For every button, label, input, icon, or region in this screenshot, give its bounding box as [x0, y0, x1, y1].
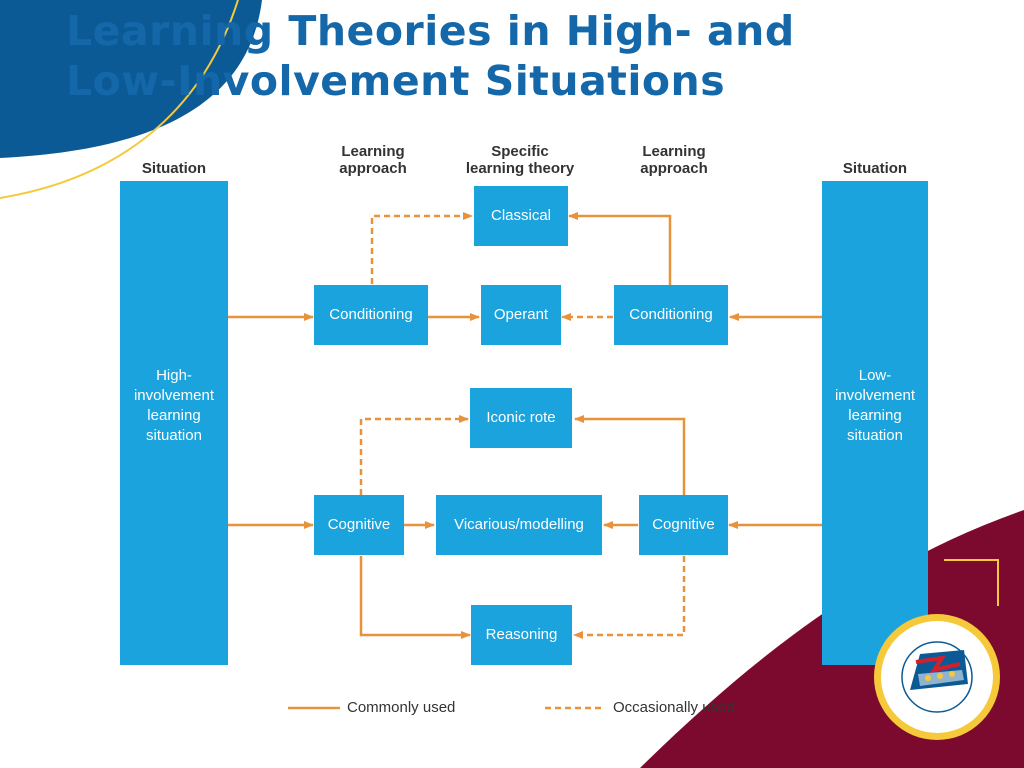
header-learning-approach-right: Learning approach [640, 143, 708, 177]
title-line-2: Low-Involvement Situations [66, 57, 726, 105]
node-conditioning-right: Conditioning [614, 285, 728, 345]
node-vicarious-modelling: Vicarious/modelling [436, 495, 602, 555]
slide-title: Learning Theories in High- and Low-Invol… [66, 6, 966, 106]
node-operant: Operant [481, 285, 561, 345]
arrow-right-conditioning-to-classical [568, 212, 672, 286]
arrow-right-cognitive-to-iconic [574, 415, 686, 495]
legend-commonly-used: Commonly used [347, 699, 456, 716]
title-line-1: Learning Theories in High- and [66, 7, 795, 55]
dashed-cognitive-to-iconic [359, 415, 469, 495]
node-conditioning-left: Conditioning [314, 285, 428, 345]
node-classical: Classical [474, 186, 568, 246]
top-left-gold-curve [0, 0, 239, 199]
node-reasoning: Reasoning [471, 605, 572, 665]
bottom-right-gold-line [944, 559, 999, 606]
header-learning-approach-left: Learning approach [339, 143, 407, 177]
node-iconic-rote: Iconic rote [470, 388, 572, 448]
node-cognitive-left: Cognitive [314, 495, 404, 555]
header-situation-left: Situation [141, 160, 207, 177]
header-specific-learning-theory: Specific learning theory [465, 143, 575, 177]
university-seal-logo [874, 614, 1000, 740]
top-left-blue-corner [0, 0, 262, 158]
arrow-cognitive-to-reasoning [359, 556, 471, 639]
low-involvement-situation: Low- involvement learning situation [822, 181, 928, 665]
legend-occasionally-used: Occasionally used [613, 699, 735, 716]
dashed-right-cognitive-to-reasoning [573, 556, 686, 639]
dashed-conditioning-to-classical [370, 212, 473, 284]
high-involvement-situation: High- involvement learning situation [120, 181, 228, 665]
header-situation-right: Situation [842, 160, 908, 177]
node-cognitive-right: Cognitive [639, 495, 728, 555]
